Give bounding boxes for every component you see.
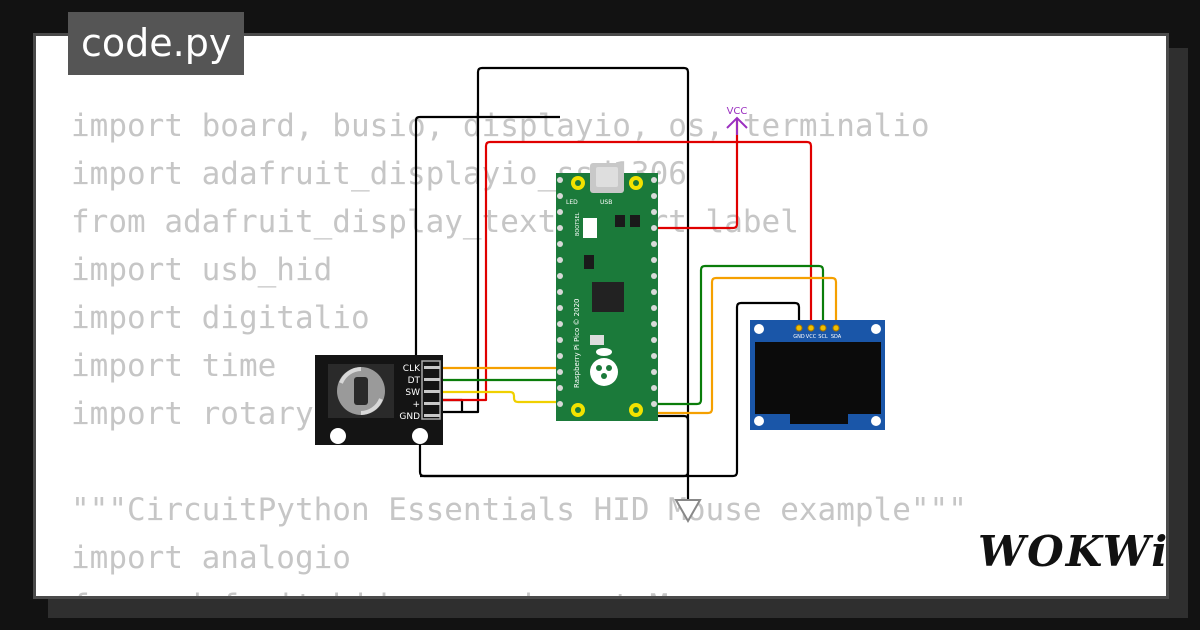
encoder-pin-label: SW — [405, 388, 420, 398]
code-line: import time — [71, 348, 277, 384]
code-line: import usb_hid — [71, 252, 333, 288]
wire-black[interactable] — [414, 115, 560, 420]
vcc-label: VCC — [727, 106, 748, 117]
wire-black[interactable] — [418, 410, 690, 478]
oled-pin-label: SCL — [818, 334, 828, 340]
file-tab[interactable]: code.py — [68, 12, 245, 75]
code-line: import digitalio — [71, 300, 370, 336]
raspberry-logo-icon — [590, 348, 618, 386]
rotary-encoder[interactable]: CLK DT SW + GND — [315, 355, 443, 445]
wire-orange[interactable] — [650, 276, 838, 415]
usb-label: USB — [600, 199, 612, 206]
mount-hole — [412, 428, 428, 444]
raspberry-pi-pico[interactable]: Raspberry Pi Pico © 2020 LED USB BOOTSEL — [556, 163, 658, 421]
oled-screen — [755, 342, 881, 414]
oled-pin-label: SDA — [831, 334, 842, 340]
bootsel-label: BOOTSEL — [575, 212, 581, 236]
bootsel-button[interactable] — [583, 218, 597, 238]
ground-symbol-icon — [674, 499, 702, 524]
encoder-pin-label: GND — [399, 412, 420, 422]
wire-red[interactable] — [440, 140, 813, 402]
wire-green[interactable] — [650, 264, 825, 406]
led-label: LED — [566, 199, 578, 206]
oled-display[interactable]: GND VCC SCL SDA — [750, 320, 885, 430]
encoder-pin-label: DT — [408, 376, 421, 386]
pico-board-text: Raspberry Pi Pico © 2020 — [573, 299, 581, 389]
wire-black[interactable] — [420, 301, 801, 478]
vcc-arrow-icon: VCC — [726, 106, 748, 135]
wire-red[interactable] — [650, 120, 739, 230]
mount-hole — [330, 428, 346, 444]
wire-black[interactable] — [440, 66, 690, 500]
rp2040-chip — [592, 282, 624, 312]
rotary-knob-icon — [337, 367, 385, 415]
oled-pin-label: GND — [793, 334, 805, 340]
encoder-pin-label: + — [412, 400, 420, 410]
wire-yellow[interactable] — [440, 390, 566, 404]
wokwi-logo: WOKWi — [978, 527, 1170, 576]
code-line: import board, busio, displayio, os, term… — [71, 108, 930, 144]
oled-pin-label: VCC — [806, 334, 817, 340]
code-line: import analogio — [71, 540, 351, 576]
code-line: from adafruit_hid.mouse import Mouse — [71, 582, 967, 596]
code-line: import rotary — [71, 396, 314, 432]
encoder-pin-label: CLK — [403, 364, 421, 374]
